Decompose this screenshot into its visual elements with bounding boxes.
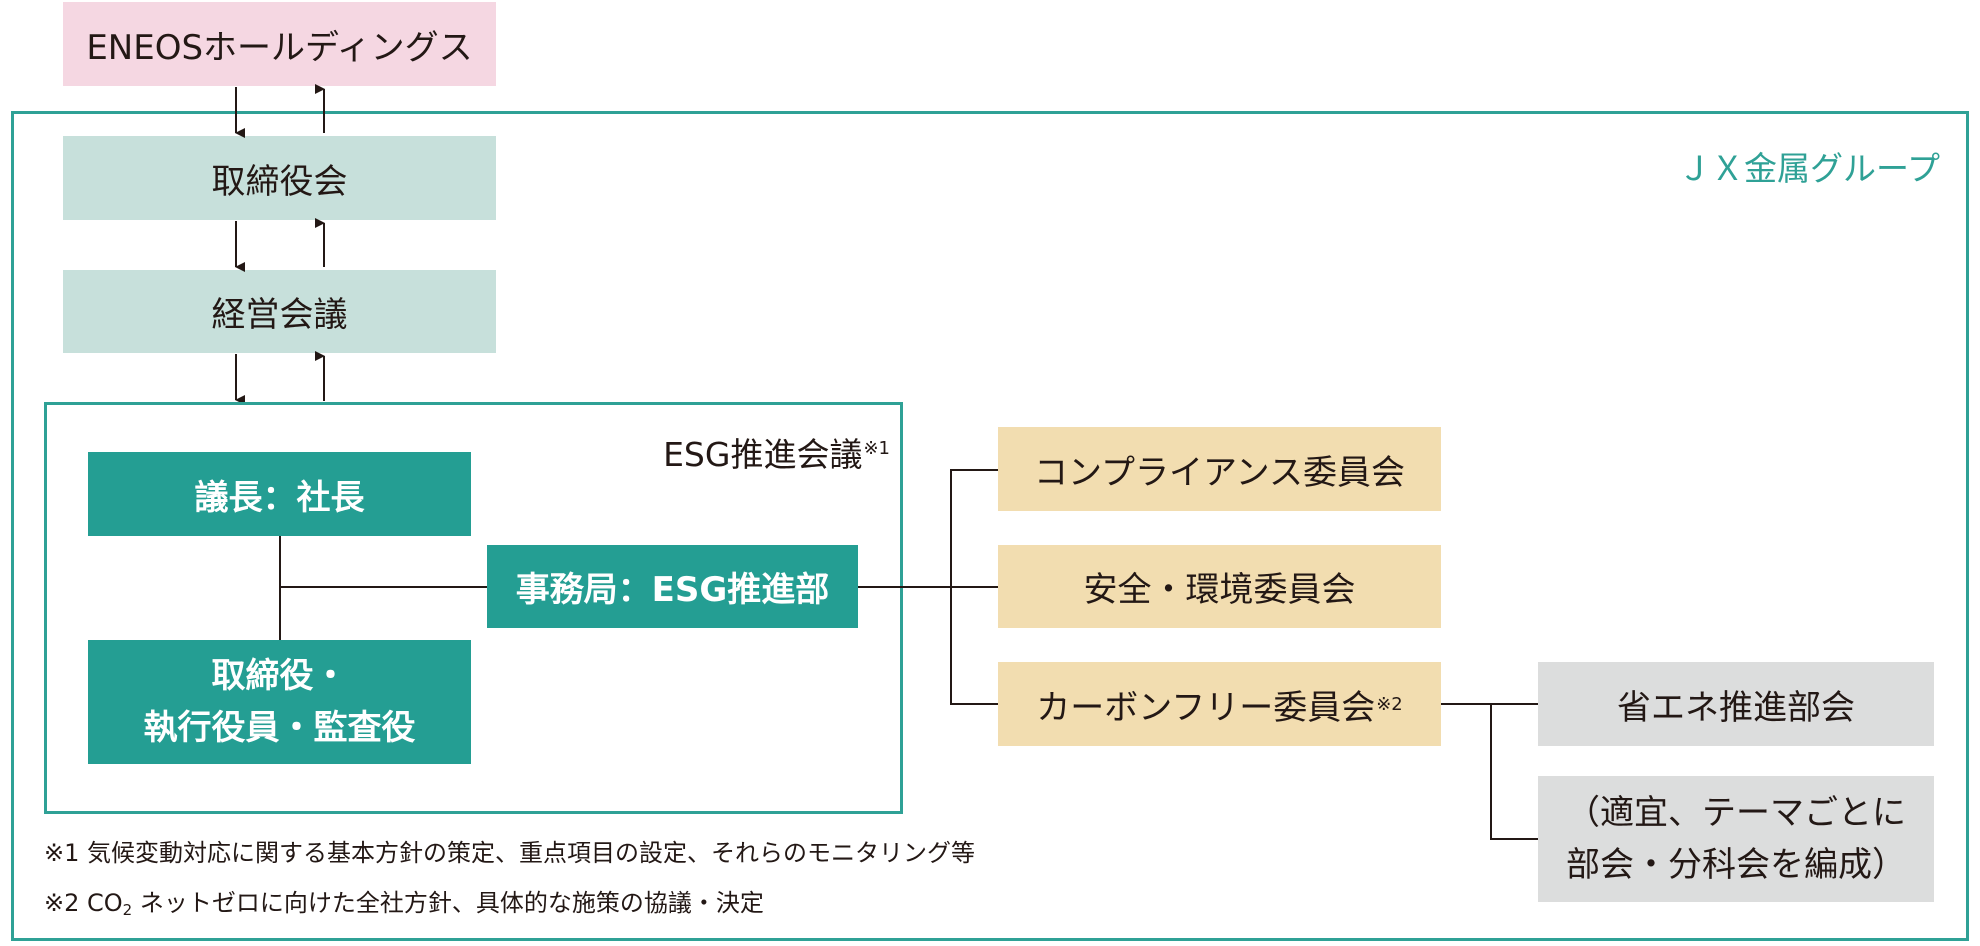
footnote-2-subscript: 2: [122, 901, 133, 919]
members-line1: 取締役・: [211, 656, 348, 696]
carbon-free-committee-label: カーボンフリー委員会: [1036, 687, 1376, 728]
esg-council-title: ESG推進会議※1: [600, 428, 890, 476]
esg-council-title-mark: ※1: [863, 438, 890, 459]
carbon-free-committee-mark: ※2: [1376, 693, 1403, 715]
committees-vertical-bus: [950, 469, 952, 705]
management-meeting-box: 経営会議: [63, 270, 496, 353]
carbon-free-to-subcommittees-line: [1441, 703, 1538, 705]
secretariat-box: 事務局：ESG推進部: [487, 545, 858, 628]
footnote-1: ※1 気候変動対応に関する基本方針の策定、重点項目の設定、それらのモニタリング等: [44, 839, 976, 867]
members-line2: 執行役員・監査役: [143, 708, 416, 748]
footnote-2: ※2 CO2 ネットゼロに向けた全社方針、具体的な施策の協議・決定: [44, 883, 764, 919]
subcommittees-vertical-bus: [1490, 703, 1492, 839]
bus-to-carbon-free: [950, 703, 998, 705]
compliance-committee-box: コンプライアンス委員会: [998, 427, 1441, 511]
chair-label: 議長：社長: [194, 477, 365, 518]
footnote-2-prefix: ※2 CO: [44, 889, 123, 917]
jx-group-frame: [11, 111, 1969, 941]
board-box: 取締役会: [63, 136, 496, 220]
other-subcommittees-line1: （適宜、テーマごとに: [1566, 793, 1906, 833]
secretariat-connector: [279, 586, 487, 588]
eneos-holdings-box: ENEOSホールディングス: [63, 2, 496, 86]
board-label: 取締役会: [211, 161, 348, 202]
footnote-2-suffix: ネットゼロに向けた全社方針、具体的な施策の協議・決定: [132, 889, 764, 917]
hierarchy-arrows: [235, 84, 325, 405]
management-meeting-label: 経営会議: [211, 295, 348, 335]
carbon-free-committee-box: カーボンフリー委員会※2: [998, 662, 1441, 746]
energy-saving-subcommittee-box: 省エネ推進部会: [1538, 662, 1934, 746]
chair-members-connector: [279, 536, 281, 640]
eneos-holdings-label: ENEOSホールディングス: [86, 27, 473, 68]
safety-environment-committee-label: 安全・環境委員会: [1083, 570, 1356, 610]
secretariat-to-committees-line: [858, 586, 998, 588]
esg-council-title-text: ESG推進会議: [663, 435, 863, 474]
secretariat-label: 事務局：ESG推進部: [515, 570, 830, 610]
bus-to-compliance: [950, 469, 998, 471]
compliance-committee-label: コンプライアンス委員会: [1034, 452, 1405, 493]
members-box: 取締役・ 執行役員・監査役: [88, 640, 471, 764]
other-subcommittees-box: （適宜、テーマごとに 部会・分科会を編成）: [1538, 776, 1934, 902]
energy-saving-subcommittee-label: 省エネ推進部会: [1617, 687, 1855, 728]
chair-box: 議長：社長: [88, 452, 471, 536]
bus-to-other-subcommittees: [1490, 838, 1538, 840]
jx-group-label: ＪＸ金属グループ: [1677, 149, 1940, 188]
other-subcommittees-line2: 部会・分科会を編成）: [1566, 845, 1906, 885]
safety-environment-committee-box: 安全・環境委員会: [998, 545, 1441, 628]
esg-council-frame: [44, 402, 903, 814]
